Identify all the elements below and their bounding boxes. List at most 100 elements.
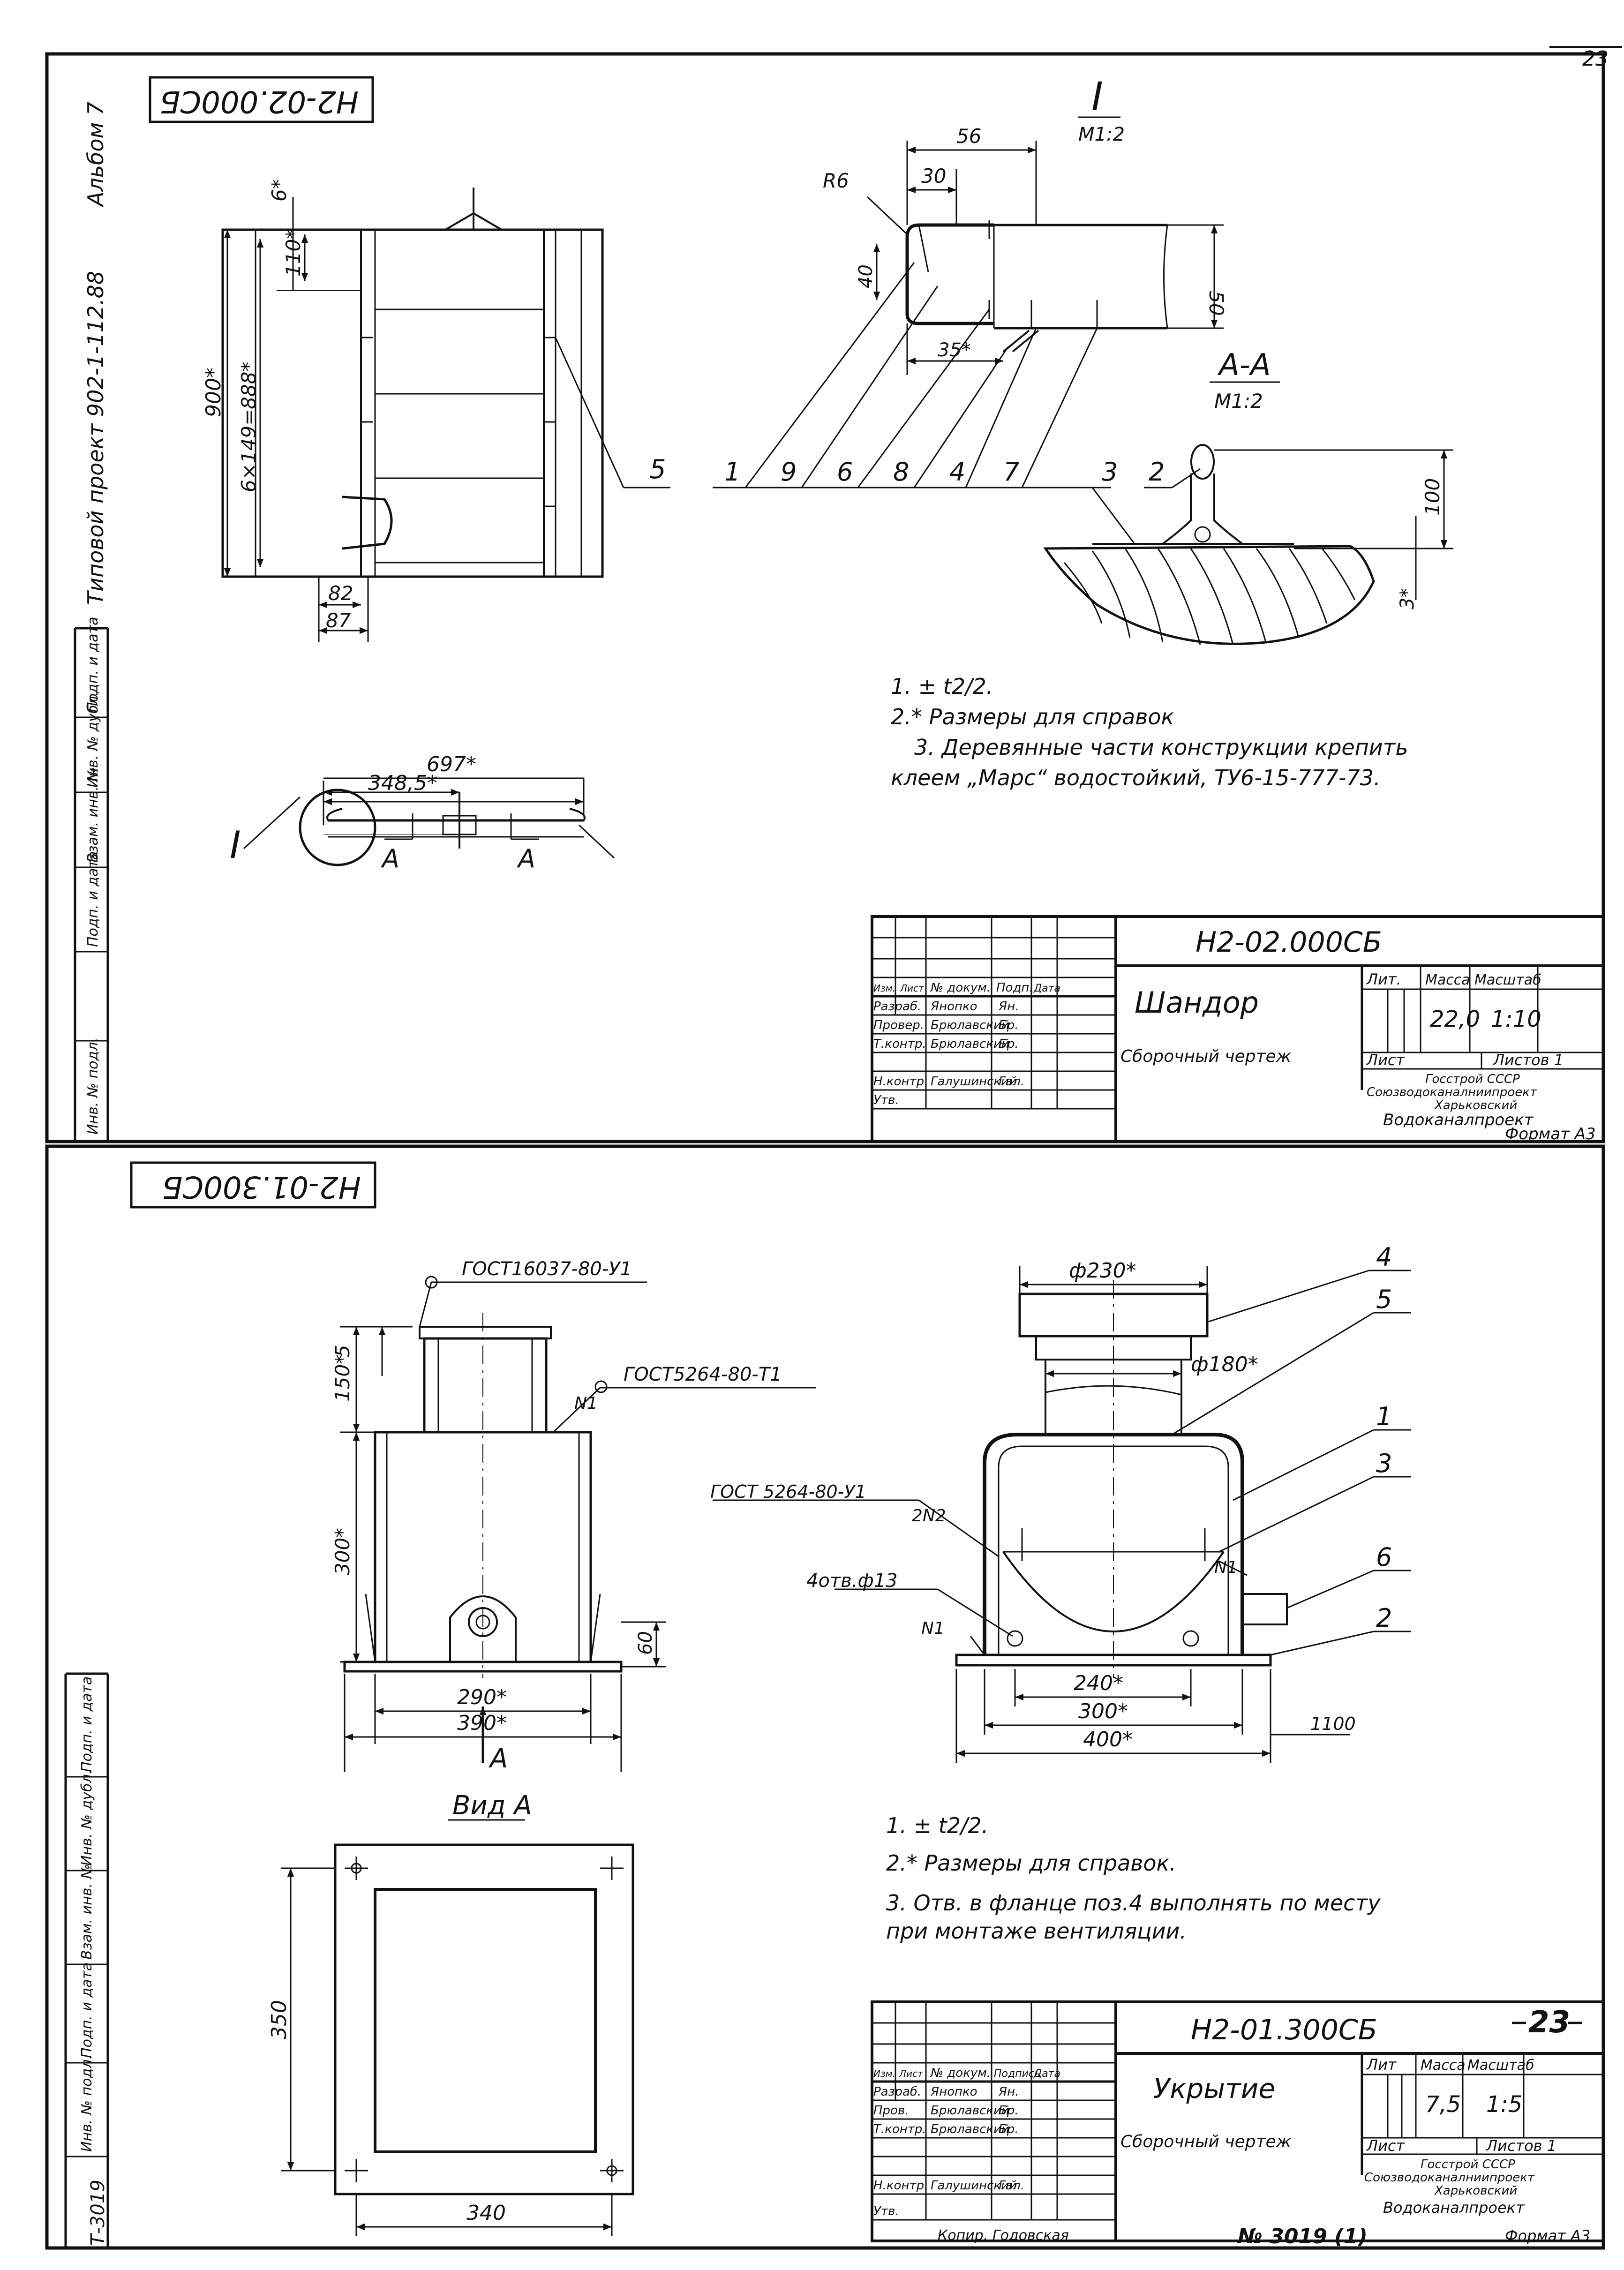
- bottom-note-2: 2.* Размеры для справок.: [886, 1850, 1176, 1876]
- tb-top-lit: Лит.: [1366, 970, 1401, 988]
- dim-400: 400*: [1083, 1728, 1133, 1751]
- strip-label: Инв. № подл.: [85, 1037, 101, 1135]
- tb-bot-pers: Галушинский: [931, 2179, 1017, 2193]
- tb-top-name: Шандор: [1135, 985, 1259, 1020]
- tb-bot-sign: Гал.: [999, 2179, 1024, 2193]
- callout-b4: 4: [1376, 1242, 1392, 1272]
- left-strip-top: Подп. и дата Инв. № дубл. Взам. инв. № П…: [74, 617, 109, 1142]
- top-code-text: Н2-02.000СБ: [160, 84, 359, 119]
- dim-300b: 300*: [1078, 1699, 1128, 1723]
- section-AA-scale: М1:2: [1214, 390, 1263, 413]
- tb-top-role: Т.контр.: [873, 1037, 926, 1051]
- tb-bot-org-2: Союзводоканалниипроект: [1364, 2171, 1535, 2185]
- tb-bot-sheet: Лист: [1366, 2137, 1405, 2155]
- tb-top-role: Провер.: [873, 1018, 924, 1032]
- tb-top-mass: 22,0: [1430, 1006, 1480, 1032]
- callout-3: 3: [1102, 457, 1118, 487]
- dim-60: 60: [635, 1631, 656, 1655]
- copied-label: Копир. Годовская: [938, 2227, 1069, 2244]
- tb-bot-designation: Н2-01.300СБ: [1191, 2014, 1377, 2046]
- title-block-top: [871, 915, 1605, 1143]
- dim-R6: R6: [823, 169, 849, 192]
- dim-40: 40: [855, 264, 877, 288]
- tb-top-role: Разраб.: [873, 1000, 921, 1014]
- tb-bot-subtitle: Сборочный чертеж: [1120, 2132, 1292, 2151]
- stamp-mark: № 3019 (1): [1237, 2225, 1368, 2248]
- gost2: ГОСТ5264-80-Т1: [624, 1364, 782, 1385]
- tb-bot-org-1: Госстрой СССР: [1421, 2157, 1515, 2172]
- strip-label: Подп. и дата: [79, 1676, 95, 1772]
- tb-bot-col: Дата: [1033, 2068, 1060, 2080]
- dim-100: 100: [1421, 478, 1444, 516]
- tb-bot-sign: Ян.: [998, 2085, 1019, 2099]
- view-A-label: Вид А: [452, 1790, 532, 1821]
- project-label: Типовой проект 902-1-112.88: [83, 271, 108, 605]
- dim-35: 35*: [938, 339, 971, 361]
- weld-n2: 2N2: [912, 1506, 946, 1526]
- callout-5: 5: [649, 454, 666, 485]
- gost1: ГОСТ16037-80-У1: [462, 1258, 632, 1280]
- ukrytie-front-view: [340, 1276, 816, 1772]
- dim-30: 30: [921, 165, 946, 188]
- dim-240: 240*: [1074, 1671, 1123, 1695]
- tb-bot-pers: Брюлавский: [931, 2104, 1009, 2118]
- tb-bot-role: Утв.: [873, 2204, 899, 2218]
- strip-label: Инв. № дубл.: [79, 1770, 95, 1866]
- tb-top-sign: Бр.: [999, 1037, 1019, 1051]
- dim-390: 390*: [457, 1711, 507, 1735]
- tb-bot-scale: 1:5: [1486, 2091, 1522, 2118]
- view-A-drawing: [281, 1843, 634, 2236]
- arrow-A: A: [489, 1744, 508, 1774]
- bottom-note-3: 3. Отв. в фланце поз.4 выполнять по мест…: [886, 1890, 1381, 1916]
- weld-n1a: N1: [574, 1394, 598, 1413]
- strip-label: Подп. и дата: [85, 617, 101, 713]
- dim-300: 300*: [331, 1528, 354, 1575]
- callout-b6: 6: [1376, 1542, 1392, 1572]
- tb-top-pers: Брюлавский: [931, 1018, 1009, 1032]
- tb-bot-lit: Лит: [1366, 2056, 1397, 2074]
- arrow-A2: A: [517, 844, 535, 873]
- strip-label: Инв. № подл.: [79, 2055, 95, 2152]
- ukrytie-side-view: [713, 1266, 1411, 1763]
- page-frame-bottom: [45, 1144, 1605, 2250]
- top-note-2: 2.* Размеры для справок: [891, 704, 1174, 729]
- strip-label: Взам. инв. №: [85, 767, 101, 863]
- tb-top-col: Подп.: [996, 981, 1033, 995]
- tb-top-pers: Янопко: [930, 1000, 977, 1014]
- tb-top-sign: Бр.: [999, 1018, 1019, 1032]
- tb-bot-sheets: Листов 1: [1486, 2137, 1556, 2155]
- dim-110: 110*: [282, 229, 305, 277]
- tb-top-role: Н.контр.: [873, 1075, 928, 1089]
- detail-I-view: [713, 141, 1224, 489]
- tb-top-scale-h: Масштаб: [1474, 972, 1541, 988]
- gost3: ГОСТ 5264-80-У1: [710, 1481, 866, 1502]
- tb-top-designation: Н2-02.000СБ: [1195, 926, 1382, 959]
- tb-top-col: Лист: [900, 983, 925, 994]
- tb-top-org-4: Водоканалпроект: [1383, 1111, 1534, 1129]
- tb-top-org-1: Госстрой СССР: [1425, 1072, 1520, 1086]
- dim-50: 50: [1205, 291, 1228, 316]
- bottom-code: Т-3019: [87, 2180, 109, 2246]
- bottom-code-text: Н2-01.300СБ: [162, 1169, 361, 1204]
- format-label-bottom: Формат А3: [1505, 2227, 1590, 2245]
- tb-bot-role: Разраб.: [873, 2085, 921, 2099]
- shandor-plan-view: [243, 777, 615, 866]
- dim-900: 900*: [202, 368, 226, 417]
- dim-1100: 1100: [1310, 1714, 1356, 1734]
- callout-9: 9: [781, 457, 797, 487]
- tb-bot-role: Пров.: [873, 2104, 909, 2118]
- callout-7: 7: [1003, 457, 1019, 487]
- dim-150: 150*: [331, 1354, 354, 1402]
- tb-top-col: Дата: [1033, 983, 1060, 994]
- arrow-A1: A: [381, 844, 399, 873]
- dim-5: 5: [331, 1345, 354, 1357]
- holes-label: 4отв.ф13: [806, 1570, 898, 1592]
- top-note-4: клеем „Марс“ водостойкий, ТУ6-15-777-73.: [891, 765, 1381, 790]
- callout-b3: 3: [1376, 1449, 1392, 1478]
- dim-697: 697*: [427, 752, 476, 776]
- strip-label: Инв. № дубл.: [85, 692, 101, 788]
- tb-top-pers: Галушинский: [931, 1075, 1017, 1089]
- tb-top-sheets: Листов 1: [1493, 1051, 1564, 1069]
- strip-label: Взам. инв. №: [79, 1864, 95, 1960]
- dim-82: 82: [328, 582, 353, 605]
